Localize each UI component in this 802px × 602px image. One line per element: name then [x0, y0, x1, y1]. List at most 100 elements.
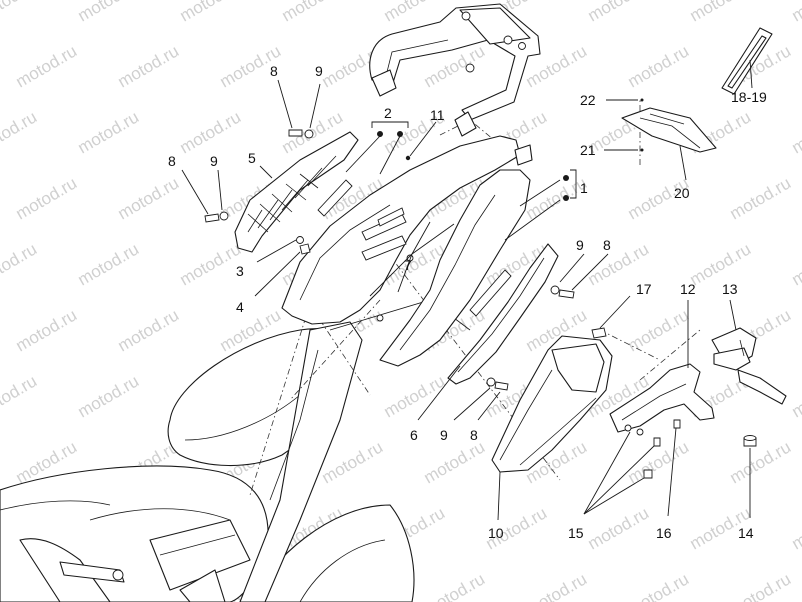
callout-9d: 9	[440, 387, 491, 443]
svg-text:21: 21	[580, 142, 596, 158]
svg-text:9: 9	[440, 427, 448, 443]
callout-21: 21	[580, 142, 638, 158]
svg-text:3: 3	[236, 263, 244, 279]
undertray	[491, 335, 613, 473]
watermark-text: motod.ru	[75, 107, 143, 157]
callout-12: 12	[680, 281, 696, 368]
motorcycle-body	[0, 299, 471, 602]
callout-8d: 8	[470, 391, 501, 443]
watermark-text: motod.ru	[381, 0, 449, 25]
watermark-text: motod.ru	[115, 305, 183, 355]
svg-text:18-19: 18-19	[731, 89, 767, 105]
svg-text:14: 14	[738, 525, 754, 541]
callout-22: 22	[580, 92, 638, 108]
svg-text:9: 9	[576, 237, 584, 253]
watermark-text: motod.ru	[687, 0, 755, 25]
svg-text:8: 8	[603, 237, 611, 253]
svg-text:8: 8	[168, 153, 176, 169]
callout-11: 11	[409, 107, 445, 157]
callout-9c: 9	[559, 237, 585, 283]
svg-text:8: 8	[270, 63, 278, 79]
callout-1: 1	[504, 169, 588, 241]
watermark-text: motod.ru	[0, 371, 40, 421]
callout-5: 5	[248, 150, 273, 179]
watermark-text: motod.ru	[381, 371, 449, 421]
callout-13: 13	[722, 281, 738, 331]
left-grab-handle	[234, 131, 359, 253]
callout-8b: 8	[168, 153, 209, 215]
watermark-text: motod.ru	[279, 0, 347, 25]
tail-strip	[447, 243, 559, 385]
callout-10: 10	[488, 471, 504, 541]
right-side-panel	[379, 144, 533, 367]
callout-3: 3	[236, 239, 297, 279]
handle-bolts	[204, 129, 314, 223]
svg-text:17: 17	[636, 281, 652, 297]
watermark-text: motod.ru	[0, 0, 40, 25]
watermark-text: motod.ru	[625, 569, 693, 602]
watermark-text: motod.ru	[585, 0, 653, 25]
svg-text:13: 13	[722, 281, 738, 297]
svg-text:6: 6	[410, 427, 418, 443]
svg-text:4: 4	[236, 299, 244, 315]
callout-4: 4	[236, 251, 301, 315]
watermark-text: motod.ru	[585, 503, 653, 553]
left-side-panel	[281, 135, 521, 325]
watermark-text: motod.ru	[75, 371, 143, 421]
callout-17: 17	[599, 281, 652, 329]
watermark-text: motod.ru	[13, 41, 81, 91]
callout-9b: 9	[210, 153, 223, 211]
callout-9a: 9	[309, 63, 323, 129]
watermark-text: motod.ru	[13, 305, 81, 355]
plug-14	[743, 435, 757, 447]
svg-text:10: 10	[488, 525, 504, 541]
watermark-text: motod.ru	[789, 107, 802, 157]
watermark-text: motod.ru	[75, 239, 143, 289]
watermark-text: motod.ru	[115, 173, 183, 223]
watermark-text: motod.ru	[789, 371, 802, 421]
callout-14: 14	[738, 448, 754, 541]
mudguard-bracket	[609, 363, 715, 436]
svg-text:22: 22	[580, 92, 596, 108]
svg-text:15: 15	[568, 525, 584, 541]
watermark-text: motod.ru	[625, 305, 693, 355]
watermark-text: motod.ru	[13, 173, 81, 223]
cover-plate	[621, 98, 717, 153]
watermark-text: motod.ru	[789, 239, 802, 289]
small-screws	[643, 419, 681, 479]
clip-17	[591, 327, 607, 339]
watermark-text: motod.ru	[75, 0, 143, 25]
svg-text:12: 12	[680, 281, 696, 297]
stickers-18-19	[721, 27, 773, 95]
callout-16: 16	[656, 427, 677, 541]
watermark-text: motod.ru	[0, 239, 40, 289]
luggage-rack	[369, 3, 541, 137]
svg-text:2: 2	[384, 105, 392, 121]
strip-bolts	[486, 285, 575, 391]
callout-15: 15	[568, 431, 655, 541]
callout-6: 6	[410, 365, 461, 443]
svg-text:16: 16	[656, 525, 672, 541]
watermark-text: motod.ru	[0, 107, 40, 157]
svg-text:8: 8	[470, 427, 478, 443]
callout-8c: 8	[571, 237, 611, 291]
watermark-text: motod.ru	[727, 569, 795, 602]
watermark-text: motod.ru	[421, 437, 489, 487]
svg-text:20: 20	[674, 185, 690, 201]
callout-7: 7	[369, 221, 455, 297]
callout-2: 2	[345, 105, 409, 175]
watermark-text: motod.ru	[687, 239, 755, 289]
svg-text:11: 11	[430, 107, 445, 123]
watermark-text: motod.ru	[625, 41, 693, 91]
watermark-text: motod.ru	[789, 503, 802, 553]
watermark-text: motod.ru	[177, 239, 245, 289]
watermark-text: motod.ru	[727, 173, 795, 223]
svg-text:7: 7	[404, 257, 412, 273]
watermark-text: motod.ru	[789, 0, 802, 25]
svg-text:9: 9	[315, 63, 323, 79]
svg-text:1: 1	[580, 180, 588, 196]
watermark-text: motod.ru	[177, 0, 245, 25]
tail-light	[711, 327, 787, 405]
svg-text:5: 5	[248, 150, 256, 166]
